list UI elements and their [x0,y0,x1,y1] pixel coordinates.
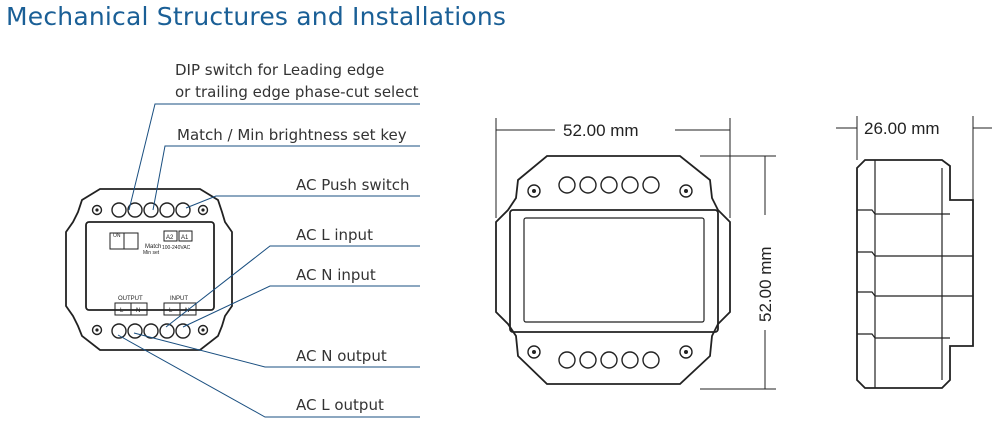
min-set-mark: Min set [143,250,160,256]
dip-switch-label-line2: or trailing edge phase-cut select [175,83,419,101]
height-dimension [700,155,776,390]
push-switch-label: AC Push switch [296,176,410,194]
dip-switch-label-line1: DIP switch for Leading edge [175,61,384,79]
out-n-mark: N [136,308,140,314]
width-dimension-label: 52.00 mm [563,121,639,140]
out-l-mark: L [120,308,124,314]
leader-lines [117,103,420,418]
height-dimension-label: 52.00 mm [756,246,775,322]
in-l-mark: L [169,308,173,314]
depth-dimension [836,116,992,200]
top-device-view [495,155,731,385]
ac-n-output-label: AC N output [296,347,387,365]
width-dimension [495,118,731,218]
dip-on-mark: ON [113,233,121,239]
a2-mark: A2 [166,235,174,241]
front-device-view [65,188,233,351]
depth-dimension-label: 26.00 mm [864,119,940,138]
side-device-view [856,159,974,389]
vac-mark: 100-240VAC [162,245,191,251]
input-mark: INPUT [170,296,188,302]
output-mark: OUTPUT [118,296,143,302]
match-key-label: Match / Min brightness set key [177,126,407,144]
ac-l-output-label: AC L output [296,396,384,414]
page-title: Mechanical Structures and Installations [6,2,507,31]
a1-mark: A1 [181,235,189,241]
match-mark: Match [145,244,161,250]
ac-l-input-label: AC L input [296,226,373,244]
ac-n-input-label: AC N input [296,266,376,284]
